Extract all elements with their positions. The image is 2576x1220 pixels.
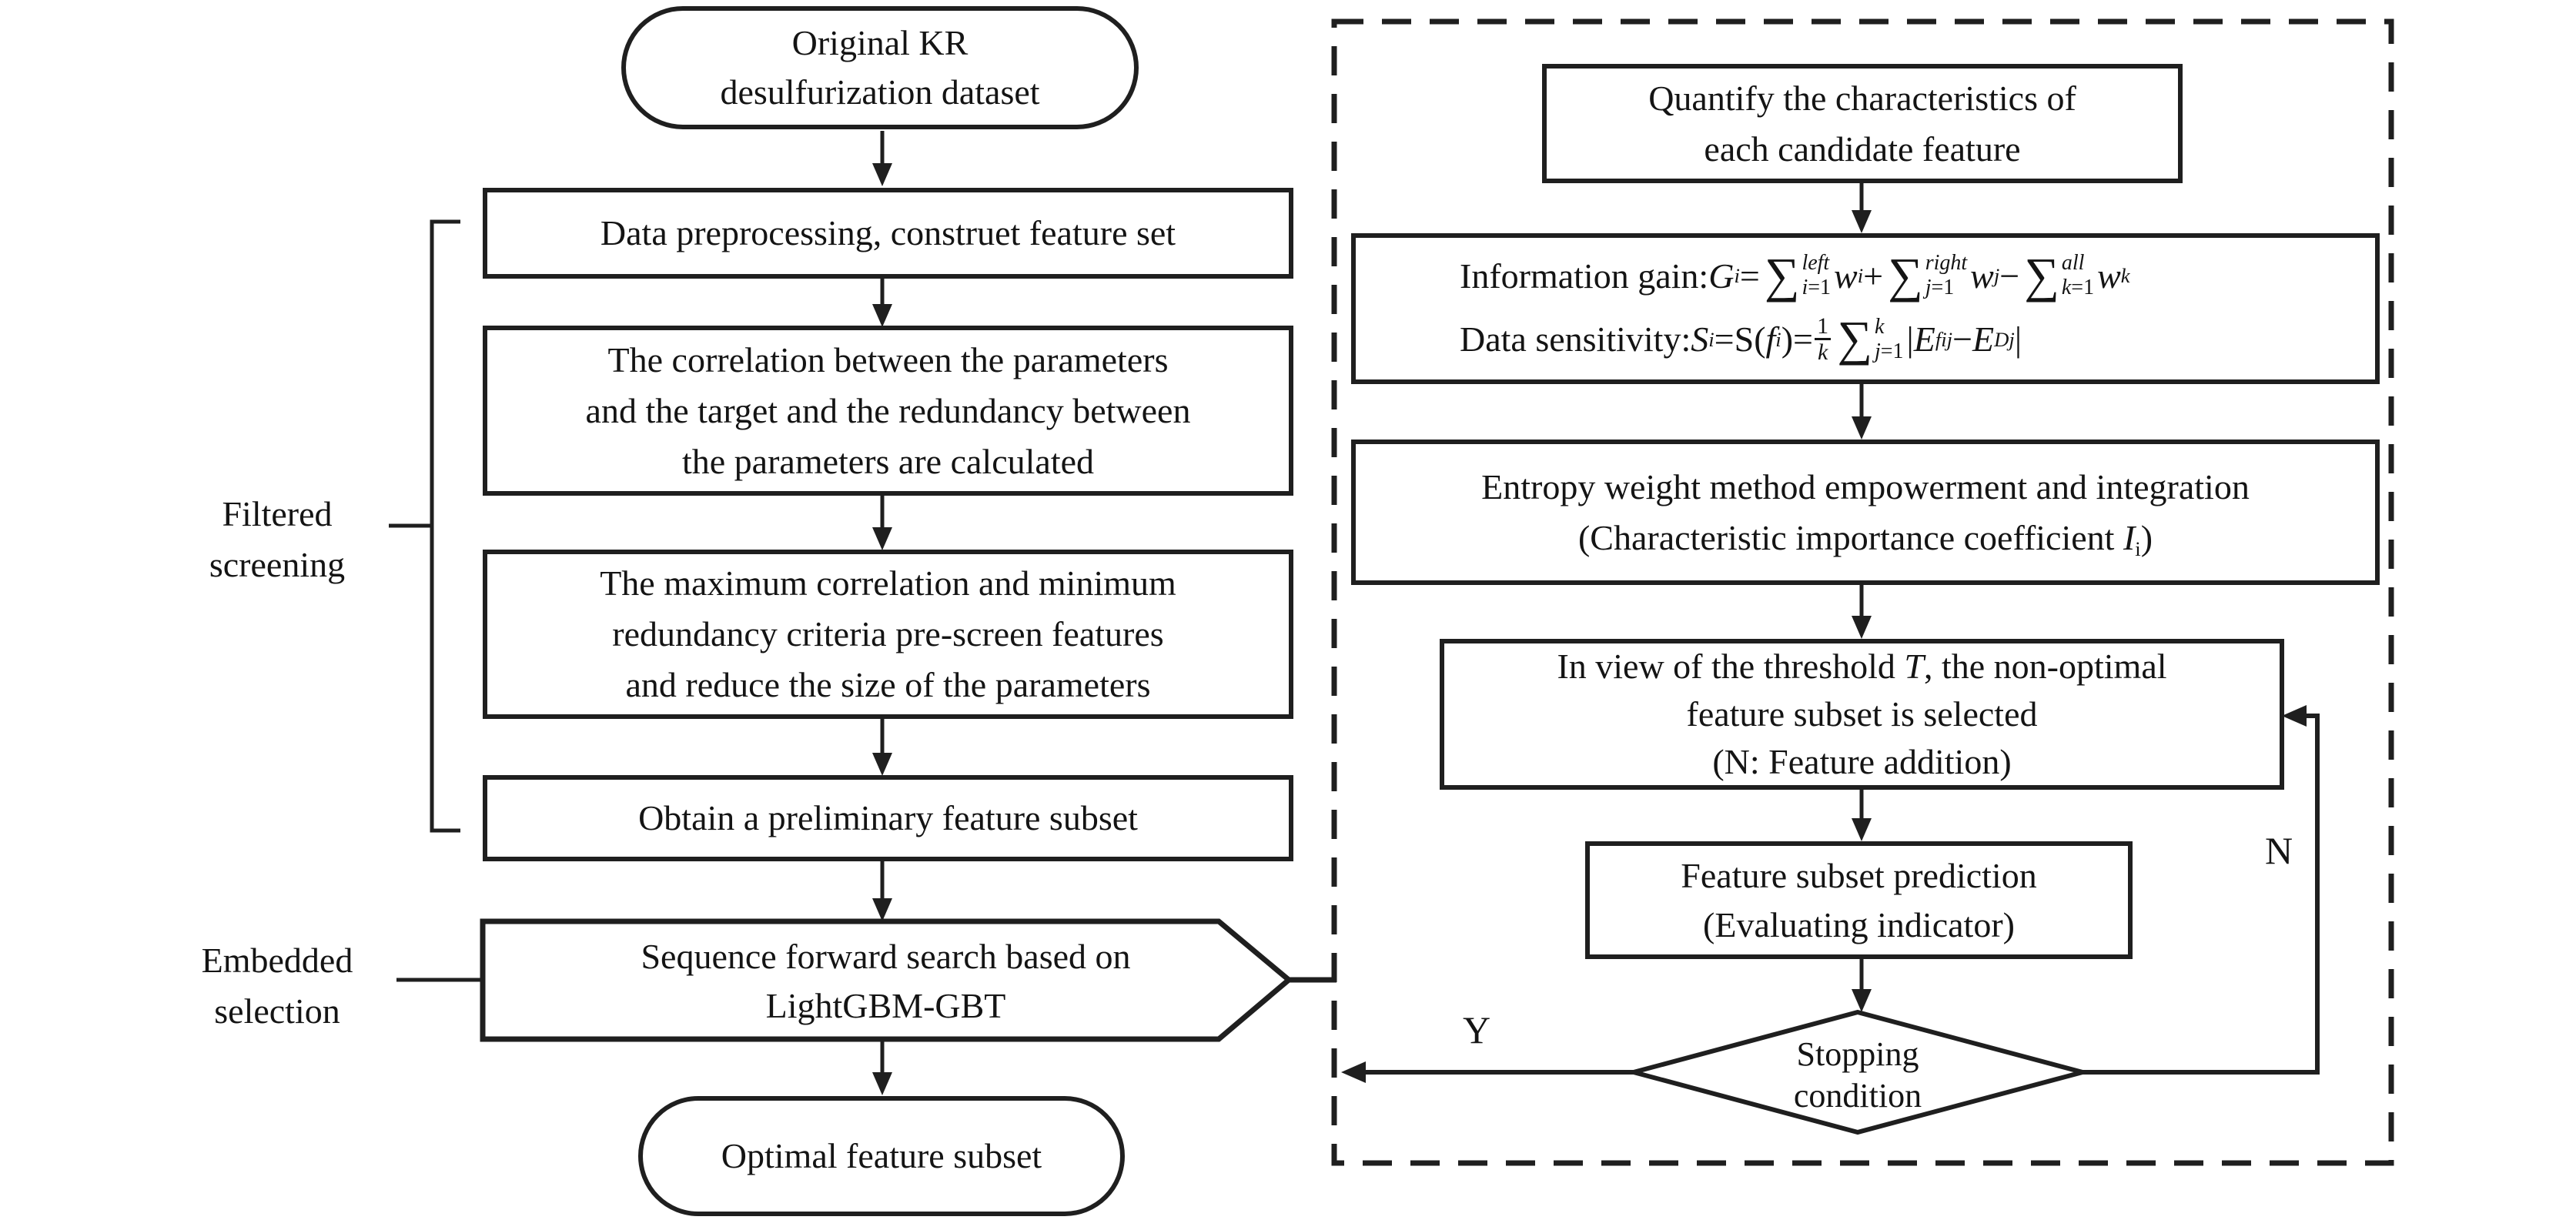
sfs-pentagon-shape bbox=[480, 918, 1293, 1042]
node-optimal-subset: Optimal feature subset bbox=[638, 1096, 1125, 1216]
entropy-line1: Entropy weight method empowerment and in… bbox=[1481, 466, 2250, 506]
arrowhead bbox=[2282, 705, 2307, 727]
entropy-line2: (Characteristic importance coefficient I… bbox=[1577, 517, 2153, 560]
node-correlation-redundancy: The correlation between the parameters a… bbox=[483, 326, 1293, 496]
arrowhead bbox=[1852, 818, 1872, 841]
arrowhead bbox=[872, 304, 892, 327]
threshold-line2: feature subset is selected bbox=[1686, 694, 2038, 734]
embedded-selection-label: Embedded selection bbox=[201, 940, 353, 1031]
arrowhead bbox=[872, 163, 892, 186]
filtered-screening-bracket bbox=[430, 219, 460, 833]
arrowhead bbox=[1852, 616, 1872, 639]
filtered-screening-label: Filtered screening bbox=[209, 493, 346, 584]
node-entropy-weight: Entropy weight method empowerment and in… bbox=[1351, 440, 2380, 585]
node-original-dataset: Original KR desulfurization dataset bbox=[621, 6, 1139, 129]
stopping-diamond-shape bbox=[1624, 1009, 2092, 1135]
arrowhead bbox=[872, 898, 892, 921]
arrowhead bbox=[1341, 1061, 1366, 1083]
arrowhead bbox=[1852, 416, 1872, 440]
no-branch-label: N bbox=[2264, 829, 2293, 872]
node-data-preprocessing: Data preprocessing, construet feature se… bbox=[483, 188, 1293, 279]
arrowhead bbox=[872, 753, 892, 776]
yes-branch-label: Y bbox=[1462, 1008, 1491, 1051]
node-stopping-condition-text: Stopping condition bbox=[1793, 1035, 1922, 1115]
node-quantify-characteristics: Quantify the characteristics of each can… bbox=[1542, 64, 2183, 183]
node-threshold-selection: In view of the threshold T, the non-opti… bbox=[1440, 639, 2284, 790]
dashed-wrapper-border bbox=[1331, 18, 2394, 1166]
arrowhead bbox=[872, 527, 892, 550]
node-sfs-lightgbm-text: Sequence forward search based on LightGB… bbox=[641, 937, 1131, 1025]
node-mrmr-prescreen: The maximum correlation and minimum redu… bbox=[483, 550, 1293, 719]
arrowhead bbox=[1852, 989, 1872, 1012]
arrowhead bbox=[1852, 210, 1872, 233]
node-preliminary-subset: Obtain a preliminary feature subset bbox=[483, 775, 1293, 861]
no-feedback-line bbox=[2083, 714, 2320, 1075]
arrowhead bbox=[872, 1072, 892, 1095]
threshold-line3: (N: Feature addition) bbox=[1712, 742, 2012, 781]
threshold-line1: In view of the threshold T, the non-opti… bbox=[1557, 647, 2167, 686]
node-subset-prediction: Feature subset prediction (Evaluating in… bbox=[1585, 841, 2133, 959]
